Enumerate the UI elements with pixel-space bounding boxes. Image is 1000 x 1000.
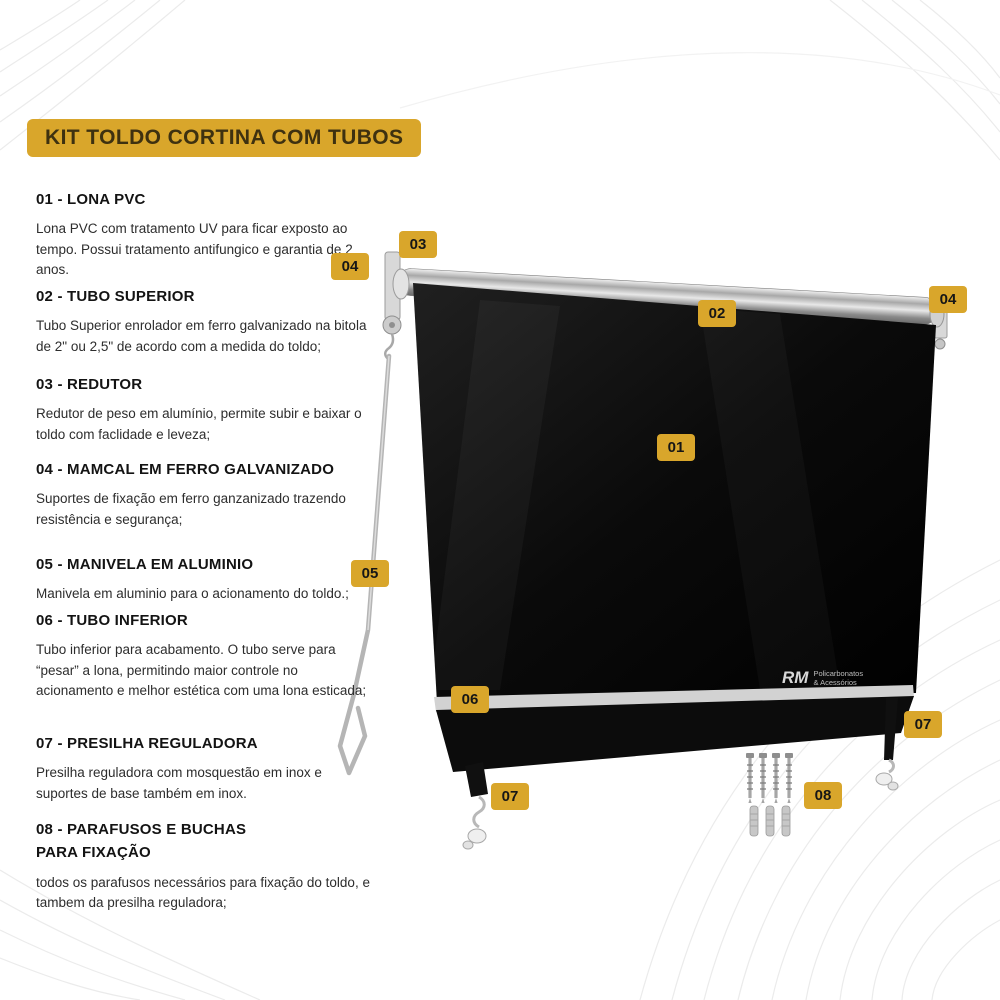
section-heading: 05 - MANIVELA EM ALUMINIO — [36, 556, 254, 573]
section-03-redutor: 03 - REDUTOR Redutor de peso em alumínio… — [36, 373, 374, 445]
brand-line1: Policarbonatos — [813, 668, 864, 678]
section-body: Manivela em aluminio para o acionamento … — [36, 586, 349, 602]
brand-logo: RM — [782, 668, 809, 687]
badge-02-tubo-superior: 02 — [698, 300, 736, 327]
badge-07-presilha-right: 07 — [904, 711, 942, 738]
right-clasp-illustration — [875, 698, 899, 791]
section-body: todos os parafusos necessários para fixa… — [36, 874, 370, 911]
section-07-presilha: 07 - PRESILHA REGULADORA Presilha regula… — [36, 732, 374, 804]
section-body: Presilha reguladora com mosquestão em in… — [36, 765, 322, 801]
section-heading: 07 - PRESILHA REGULADORA — [36, 735, 258, 752]
page-title: KIT TOLDO CORTINA COM TUBOS — [27, 119, 422, 157]
badge-07-presilha-left: 07 — [491, 783, 529, 810]
badge-03-redutor: 03 — [399, 231, 437, 258]
brand-line2: & Acessórios — [813, 678, 857, 687]
badge-01-lona: 01 — [657, 434, 695, 461]
badge-06-tubo-inferior: 06 — [451, 686, 489, 713]
section-05-manivela: 05 - MANIVELA EM ALUMINIO Manivela em al… — [36, 553, 374, 605]
section-heading: 02 - TUBO SUPERIOR — [36, 288, 195, 305]
section-heading: 06 - TUBO INFERIOR — [36, 612, 188, 629]
badge-04-mamcal-left: 04 — [331, 253, 369, 280]
section-02-tubo-superior: 02 - TUBO SUPERIOR Tubo Superior enrolad… — [36, 285, 374, 357]
pvc-canvas-illustration — [413, 283, 936, 772]
badge-04-mamcal-right: 04 — [929, 286, 967, 313]
section-04-mamcal: 04 - MAMCAL EM FERRO GALVANIZADO Suporte… — [36, 458, 374, 530]
section-body: Redutor de peso em alumínio, permite sub… — [36, 406, 362, 442]
section-body: Lona PVC com tratamento UV para ficar ex… — [36, 221, 353, 278]
section-06-tubo-inferior: 06 - TUBO INFERIOR Tubo inferior para ac… — [36, 609, 374, 702]
section-08-parafusos: 08 - PARAFUSOS E BUCHAS PARA FIXAÇÃO tod… — [36, 818, 374, 914]
screws-and-anchors-illustration — [745, 752, 794, 837]
bottom-hem — [434, 685, 914, 712]
reducer-bracket-illustration — [382, 251, 402, 360]
brand-watermark: RM Policarbonatos & Acessórios — [782, 668, 863, 688]
section-body: Suportes de fixação em ferro ganzanizado… — [36, 491, 346, 527]
badge-05-manivela: 05 — [351, 560, 389, 587]
section-heading: 01 - LONA PVC — [36, 191, 146, 208]
section-body: Tubo Superior enrolador em ferro galvani… — [36, 318, 367, 354]
bottom-tube — [436, 696, 914, 772]
section-body: Tubo inferior para acabamento. O tubo se… — [36, 642, 367, 699]
section-heading: 08 - PARAFUSOS E BUCHAS PARA FIXAÇÃO — [36, 821, 247, 862]
tube-left-endcap — [392, 268, 410, 300]
left-clasp-illustration — [462, 762, 488, 850]
section-heading: 04 - MAMCAL EM FERRO GALVANIZADO — [36, 461, 335, 478]
section-heading: 03 - REDUTOR — [36, 376, 143, 393]
section-01-lona-pvc: 01 - LONA PVC Lona PVC com tratamento UV… — [36, 188, 374, 281]
badge-08-parafusos: 08 — [804, 782, 842, 809]
